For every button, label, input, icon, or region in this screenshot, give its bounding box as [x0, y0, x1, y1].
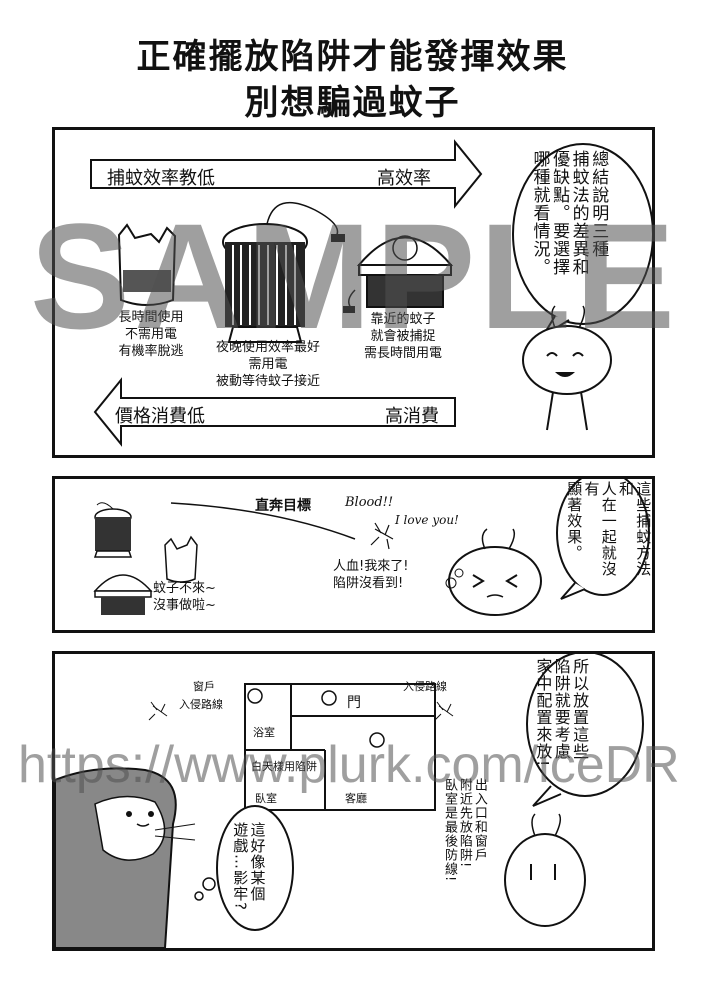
direct-target-label: 直奔目標 — [255, 498, 311, 514]
page-title: 正確擺放陷阱才能發揮效果 — [136, 37, 569, 77]
otter-character-icon — [55, 767, 196, 948]
efficiency-low-label: 捕蚊效率教低 — [107, 168, 215, 189]
price-high-label: 高消費 — [385, 406, 439, 427]
mascot-character-icon — [504, 813, 586, 927]
fan-trap-caption: 靠近的蚊子 就會被捕捉 需長時間用電 — [363, 312, 442, 361]
fan-trap-icon — [343, 235, 454, 313]
efficiency-arrow — [90, 139, 483, 209]
mascot-character-icon — [445, 528, 542, 616]
panel-3-bubble-text: 所以放置這些 陷阱就要考慮 家中配置來放! — [533, 658, 590, 768]
kitchen-label: 浴室 — [253, 726, 275, 739]
small-lantern-icon — [93, 502, 133, 558]
bag-trap-icon — [117, 223, 177, 306]
otter-speech-bubble — [216, 805, 294, 931]
mosquito-icon — [148, 701, 168, 721]
panel-1-bubble-text: 總結說明三種 捕蚊法的差異和 優缺點。要選擇 哪種就看情況。 — [529, 150, 609, 276]
price-low-label: 價格消費低 — [115, 406, 205, 427]
panel-1-drawing — [90, 139, 652, 447]
love-exclamation: I love you! — [395, 513, 459, 527]
bedroom-note-label: 白天樣用陷阱 — [251, 760, 317, 773]
living-room-label: 客廳 — [345, 792, 367, 805]
panel-1: 捕蚊效率教低 高效率 價格消費低 高消費 長時間使用 不需用電 有機率脫逃 夜晚… — [52, 127, 655, 458]
electric-lantern-icon — [222, 201, 345, 343]
speech-bubble-panel-1 — [512, 143, 652, 325]
speech-bubble-panel-2 — [556, 479, 650, 596]
bag-trap-caption: 長時間使用 不需用電 有機率脫逃 — [118, 310, 184, 359]
price-arrow — [93, 377, 456, 447]
mascot-character-icon — [522, 305, 612, 431]
mosquito-speech: 人血!我來了! 陷阱沒看到! — [333, 559, 409, 591]
otter-bubble-text: 這好像某個 遊戲…影牢? — [231, 822, 267, 911]
blood-exclamation: Blood!! — [345, 495, 394, 510]
panel-3: 窗戶 入侵路線 入侵路線 門 浴室 白天樣用陷阱 臥室 客廳 所以放置這些 陷阱… — [52, 651, 655, 951]
panel-2: 直奔目標 Blood!! I love you! 人血!我來了! 陷阱沒看到! … — [52, 476, 655, 633]
trap-speech: 蚊子不來~ 沒事做啦~ — [153, 581, 216, 613]
bedroom-label: 臥室 — [255, 792, 277, 805]
small-fan-trap-icon — [93, 574, 153, 615]
floor-plan — [244, 683, 436, 811]
route-right-label: 入侵路線 — [403, 680, 447, 693]
door-trap-marker-2 — [369, 732, 385, 748]
mosquito-icon — [370, 522, 394, 550]
window-label: 窗戶 — [193, 680, 215, 693]
door-label: 門 — [347, 695, 361, 711]
page-subtitle: 別想騙過蚊子 — [244, 83, 461, 123]
panel-2-drawing — [93, 479, 650, 616]
speech-bubble-panel-3 — [526, 654, 644, 797]
door-trap-marker-1 — [321, 690, 337, 706]
route-left-label: 入侵路線 — [179, 698, 223, 711]
electric-lantern-caption: 夜晚使用效率最好 需用電 被動等待蚊子接近 — [215, 340, 320, 389]
efficiency-high-label: 高效率 — [377, 168, 431, 189]
advice-text: 出入口和窗戶 附近先放陷阱! 臥室是最後防線! — [441, 778, 487, 883]
window-trap-marker — [247, 688, 263, 704]
panel-3-drawing — [55, 654, 644, 948]
small-bag-icon — [164, 535, 198, 583]
mosquito-icon — [434, 701, 454, 721]
panel-2-bubble-text: 這些捕蚊方法和 人在一起就沒有 顯著效果。 — [565, 481, 653, 577]
mosquito-flight-path — [170, 502, 356, 540]
